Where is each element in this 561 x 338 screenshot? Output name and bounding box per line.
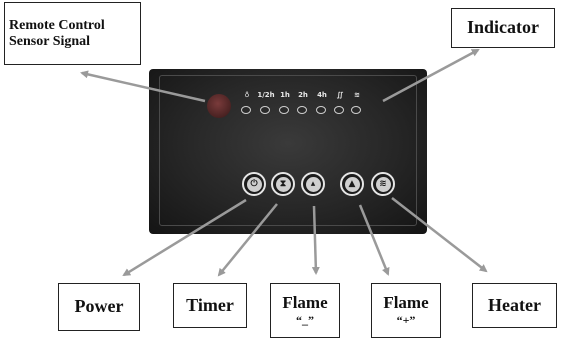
power-icon: ⏻ [247,177,262,192]
remote-sensor-label-line2: Sensor Signal [9,34,90,49]
timer-label: Timer [173,283,247,328]
control-panel: ♁ 1/2h 1h 2h 4h ∬ ≋ ⏻ ⧗ ▴ ▲ ≋ [149,69,427,234]
indicator-label-heat-high: ≋ [347,91,367,99]
led-half-hour [260,106,270,114]
remote-sensor-label-line1: Remote Control [9,18,105,33]
led-4h [316,106,326,114]
indicator-label-4h: 4h [312,91,332,99]
flame-minus-button[interactable]: ▴ [301,172,325,196]
heater-icon: ≋ [376,177,391,192]
led-heat-low [334,106,344,114]
indicator-label-half-hour: 1/2h [256,91,276,99]
hourglass-icon: ⧗ [276,177,291,192]
power-button[interactable]: ⏻ [242,172,266,196]
led-flame [241,106,251,114]
heater-button[interactable]: ≋ [371,172,395,196]
flame-minus-sign: “_” [296,314,314,327]
flame-minus-label-text: Flame [282,294,327,313]
flame-plus-label-text: Flame [383,294,428,313]
flame-plus-sign: “+” [397,314,416,327]
indicator-label-flame: ♁ [237,91,257,99]
indicator-label-2h: 2h [293,91,313,99]
flame-minus-icon: ▴ [306,177,321,192]
flame-plus-button[interactable]: ▲ [340,172,364,196]
led-heat-high [351,106,361,114]
power-label: Power [58,283,140,331]
led-2h [297,106,307,114]
led-1h [279,106,289,114]
heater-label-text: Heater [488,296,541,316]
heater-label: Heater [472,283,557,328]
remote-sensor-label: Remote Control Sensor Signal [4,2,141,65]
indicator-label: Indicator [451,8,555,48]
power-label-text: Power [75,297,124,317]
flame-minus-label: Flame “_” [270,283,340,338]
flame-plus-icon: ▲ [345,177,360,192]
timer-button[interactable]: ⧗ [271,172,295,196]
remote-sensor-window [207,94,231,118]
flame-plus-label: Flame “+” [371,283,441,338]
timer-label-text: Timer [186,296,234,316]
indicator-label-1h: 1h [275,91,295,99]
indicator-label-text: Indicator [467,18,539,38]
